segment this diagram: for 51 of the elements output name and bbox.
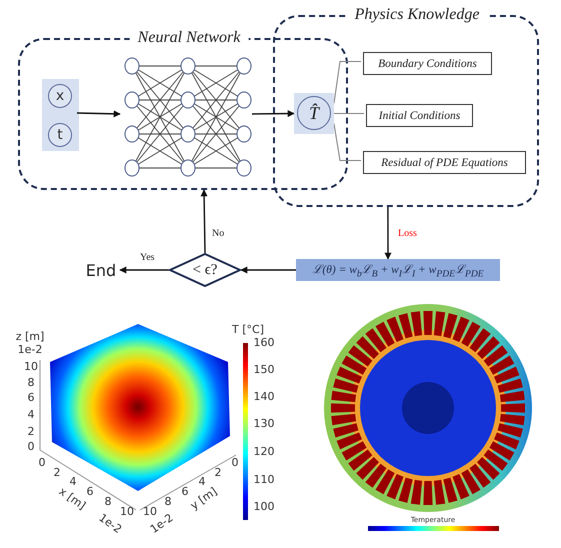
tick-label: 130 <box>254 418 274 430</box>
arrow <box>252 110 295 118</box>
tick-label: 10 <box>24 361 38 373</box>
tick-label: 8 <box>28 377 34 389</box>
loss-function-box: ℒ(θ) = w$_{b}$ℒ$_{B}$ + w$_{I}$ℒ$_{I}$ + w$_{PDE}$ℒ$_{PDE}$ <box>296 259 500 281</box>
neural-network-drawing <box>122 56 254 176</box>
condition-box: Residual of PDE Equations <box>363 151 526 174</box>
tick-label: 8 <box>164 496 172 508</box>
tick-label: 100 <box>254 501 274 513</box>
tick-label: 0 <box>232 457 238 469</box>
arrow <box>240 266 296 274</box>
axis-title: y [m] <box>188 486 220 512</box>
arrow <box>76 110 121 118</box>
connector-line <box>334 113 364 114</box>
axis-title: x [m] <box>56 486 88 512</box>
tick-label: 8 <box>104 496 112 508</box>
tick-label: 2 <box>54 467 60 479</box>
arrow <box>200 189 208 254</box>
tick-label: 150 <box>254 364 274 376</box>
input-neuron: x <box>48 84 72 108</box>
tick-label: 110 <box>254 474 274 486</box>
tick-label: 120 <box>254 446 274 458</box>
tick-label: 4 <box>70 476 76 488</box>
colorbar-title: T [°C] <box>232 324 264 336</box>
connector-line <box>334 61 362 104</box>
tick-label: 0 <box>38 457 46 469</box>
tick-label: 10 <box>120 506 134 518</box>
end-label: End <box>82 258 120 282</box>
arrow <box>384 207 392 260</box>
tick-label: 160 <box>254 337 274 349</box>
tick-label: 0 <box>28 441 34 453</box>
tick-label: 6 <box>86 486 94 498</box>
tick-label: 6 <box>28 392 34 404</box>
axis-scale: 1e-2 <box>18 344 42 356</box>
tick-label: 140 <box>254 391 274 403</box>
output-node: T̂ <box>294 93 334 134</box>
condition-box: Boundary Conditions <box>363 52 492 75</box>
condition-box: Initial Conditions <box>366 104 473 127</box>
tick-label: 2 <box>214 467 222 479</box>
input-panel <box>42 79 79 151</box>
tick-label: 6 <box>182 486 188 498</box>
tick-label: 4 <box>28 409 34 421</box>
connector-line <box>334 123 362 161</box>
axis-title: z [m] <box>16 331 44 343</box>
tick-label: 4 <box>198 476 206 488</box>
arrow <box>119 266 169 274</box>
tick-label: 2 <box>28 426 34 438</box>
tick-label: 10 <box>143 506 157 518</box>
group-title: Physics Knowledge <box>346 5 488 25</box>
decision-diamond: < ϵ? <box>169 253 241 287</box>
input-neuron: t <box>48 123 72 147</box>
